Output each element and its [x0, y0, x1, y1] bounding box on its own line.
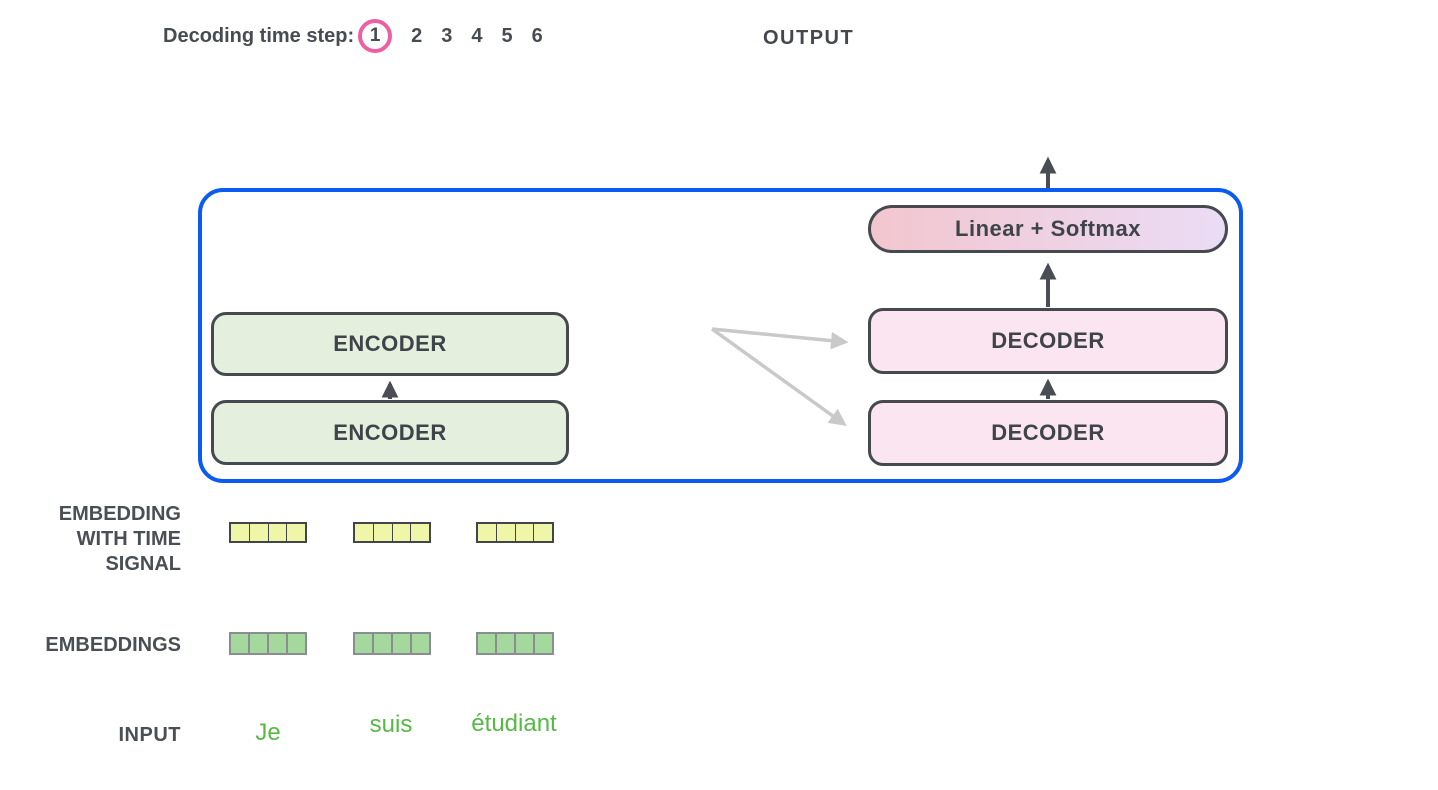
- embedding-cell: [287, 524, 305, 541]
- time-signal-cells-group-3: [476, 522, 554, 543]
- step-number-3: 3: [441, 24, 453, 47]
- embedding-cell: [516, 634, 535, 653]
- embedding-cell: [231, 524, 250, 541]
- embedding-time-signal-line3: SIGNAL: [105, 553, 181, 575]
- linear-softmax-label: Linear + Softmax: [955, 216, 1141, 241]
- input-word-suis: suis: [369, 711, 413, 738]
- encoder-block-bottom: ENCODER: [211, 400, 569, 465]
- time-signal-cells-group-1: [229, 522, 307, 543]
- embedding-cell: [249, 524, 269, 541]
- step-number-5: 5: [501, 24, 513, 47]
- input-label: INPUT: [118, 724, 181, 746]
- embedding-cell: [411, 524, 429, 541]
- embedding-cell: [288, 634, 305, 653]
- embedding-cell: [355, 634, 374, 653]
- encoder-top-label: ENCODER: [333, 331, 447, 356]
- decoder-block-top: DECODER: [868, 308, 1228, 374]
- embedding-cell: [496, 524, 516, 541]
- step-number-4: 4: [471, 24, 483, 47]
- step-number-6: 6: [531, 24, 543, 47]
- embedding-cell: [231, 634, 250, 653]
- input-word-etudiant: étudiant: [471, 710, 557, 737]
- embedding-cell: [478, 524, 497, 541]
- embedding-cell: [373, 524, 393, 541]
- embeddings-label: EMBEDDINGS: [45, 634, 181, 656]
- embedding-cells-group-1: [229, 632, 307, 655]
- linear-softmax-block: Linear + Softmax: [868, 205, 1228, 253]
- embedding-cells-group-2: [353, 632, 431, 655]
- embedding-cell: [535, 634, 552, 653]
- embedding-cell: [268, 524, 288, 541]
- embedding-cell: [250, 634, 269, 653]
- input-word-je: Je: [255, 719, 281, 746]
- embedding-cell: [515, 524, 535, 541]
- active-step-indicator: 1: [358, 19, 393, 53]
- encoder-block-top: ENCODER: [211, 312, 569, 376]
- embedding-cell: [497, 634, 516, 653]
- output-label: OUTPUT: [763, 27, 855, 49]
- decoder-block-bottom: DECODER: [868, 400, 1228, 466]
- encoder-bottom-label: ENCODER: [333, 419, 447, 445]
- embedding-time-signal-line2: WITH TIME: [76, 528, 181, 550]
- decoder-top-label: DECODER: [991, 328, 1105, 353]
- embedding-cell: [393, 634, 412, 653]
- embedding-cell: [355, 524, 374, 541]
- step-number-2: 2: [411, 24, 423, 47]
- time-signal-cells-group-2: [353, 522, 431, 543]
- embedding-time-signal-line1: EMBEDDING: [58, 503, 181, 525]
- embedding-cell: [412, 634, 429, 653]
- decoding-step-row: Decoding time step: 1 2 3 4 5 6: [163, 17, 543, 55]
- embedding-cell: [392, 524, 412, 541]
- embedding-cell: [534, 524, 552, 541]
- embedding-cell: [478, 634, 497, 653]
- embedding-cell: [374, 634, 393, 653]
- step-number-1: 1: [369, 25, 381, 46]
- embedding-cells-group-3: [476, 632, 554, 655]
- embedding-cell: [269, 634, 288, 653]
- decoding-step-label: Decoding time step:: [163, 24, 355, 47]
- embedding-time-signal-label: EMBEDDING WITH TIME SIGNAL: [0, 502, 181, 577]
- decoder-bottom-label: DECODER: [991, 420, 1105, 445]
